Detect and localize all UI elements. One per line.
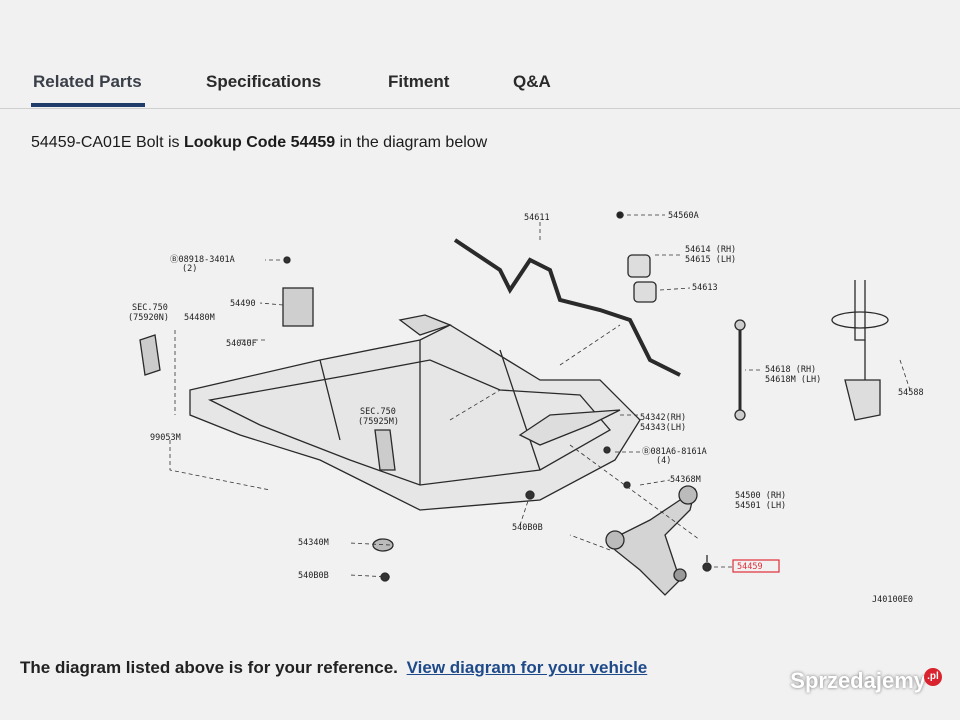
highlight-box-54459 <box>732 559 780 573</box>
label-99053m: 99053M <box>150 433 181 443</box>
lookup-code-text: Lookup Code 54459 <box>183 134 336 151</box>
watermark-badge: .pl <box>924 668 942 686</box>
label-sec750-b-code: (75925M) <box>358 417 399 427</box>
lookup-description: 54459-CA01E Bolt is Lookup Code 54459 in… <box>31 134 487 152</box>
view-diagram-link[interactable]: View diagram for your vehicle <box>406 658 648 677</box>
label-54459[interactable]: 54459 <box>737 562 763 572</box>
label-sec750-a: SEC.750 <box>132 303 168 313</box>
lookup-suffix-text: in the diagram below <box>339 134 488 151</box>
label-54618m: 54618M (LH) <box>765 375 821 385</box>
stabilizer-bar <box>453 238 681 377</box>
tab-related-parts[interactable]: Related Parts <box>33 72 142 91</box>
parts-diagram: 54611 54560A 54614 (RH) 54615 (LH) 54613… <box>128 211 924 605</box>
label-54368m: 54368M <box>670 475 701 485</box>
mount-54340m <box>372 538 394 552</box>
label-081a6: Ⓑ081A6-8161A <box>642 447 707 457</box>
strut <box>854 280 866 341</box>
label-08918-qty: (2) <box>182 264 197 274</box>
label-54615: 54615 (LH) <box>685 255 736 265</box>
tabs-divider <box>0 108 960 109</box>
label-540b0b-lower: 540B0B <box>298 571 329 581</box>
label-sec750-b: SEC.750 <box>360 407 396 417</box>
diagram-reference-note: The diagram listed above is for your ref… <box>20 658 647 678</box>
label-54611: 54611 <box>524 213 550 223</box>
label-54343: 54343(LH) <box>640 423 686 433</box>
subframe <box>189 324 641 511</box>
label-54342: 54342(RH) <box>640 413 686 423</box>
bushing-clamp <box>627 254 651 278</box>
lower-control-arm <box>609 488 697 596</box>
label-54340m: 54340M <box>298 538 329 548</box>
label-540b0b: 540B0B <box>512 523 543 533</box>
diagram-code: J40100E0 <box>872 595 913 605</box>
active-tab-indicator <box>31 103 145 107</box>
label-54490: 54490 <box>230 299 256 309</box>
label-54500: 54500 (RH) <box>735 491 786 501</box>
watermark: Sprzedajemy.pl <box>790 668 942 694</box>
watermark-text: Sprzedajemy <box>790 668 926 693</box>
transverse-link-upper <box>518 409 621 446</box>
label-54040f: 54040F <box>226 339 257 349</box>
label-54588: 54588 <box>898 388 924 398</box>
label-54560a: 54560A <box>668 211 699 221</box>
label-54613: 54613 <box>692 283 718 293</box>
label-54614: 54614 (RH) <box>685 245 736 255</box>
tab-bar: Related Parts Specifications Fitment Q&A <box>0 0 960 112</box>
tab-fitment[interactable]: Fitment <box>388 72 450 91</box>
label-08918: Ⓑ08918-3401A <box>170 255 235 265</box>
part-number-text: 54459-CA01E Bolt is <box>31 134 180 151</box>
tab-specifications[interactable]: Specifications <box>206 72 322 91</box>
tab-qa[interactable]: Q&A <box>513 72 551 91</box>
label-081a6-qty: (4) <box>656 456 671 466</box>
label-54618: 54618 (RH) <box>765 365 816 375</box>
reference-text: The diagram listed above is for your ref… <box>20 658 398 677</box>
label-54501: 54501 (LH) <box>735 501 786 511</box>
label-54480m: 54480M <box>184 313 215 323</box>
label-sec750-a-code: (75920N) <box>128 313 169 323</box>
